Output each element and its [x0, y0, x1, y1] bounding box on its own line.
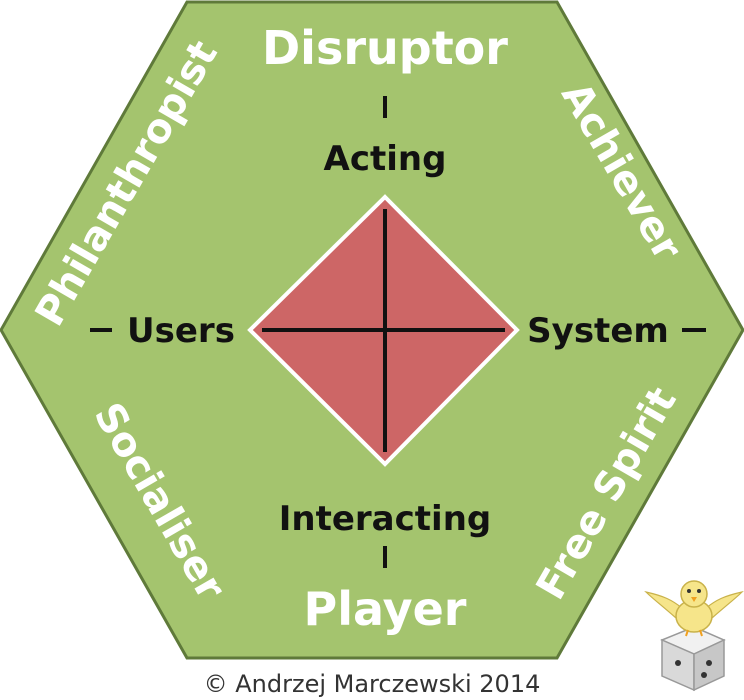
chick-on-dice-icon	[644, 580, 744, 692]
player-type-disruptor: Disruptor	[262, 21, 508, 75]
copyright-credit: © Andrzej Marczewski 2014	[203, 670, 541, 698]
axis-label-users: Users	[127, 311, 235, 351]
axis-label-system: System	[527, 311, 669, 351]
player-type-player: Player	[304, 582, 467, 636]
axis-label-acting: Acting	[324, 139, 447, 179]
axis-label-interacting: Interacting	[279, 499, 491, 539]
